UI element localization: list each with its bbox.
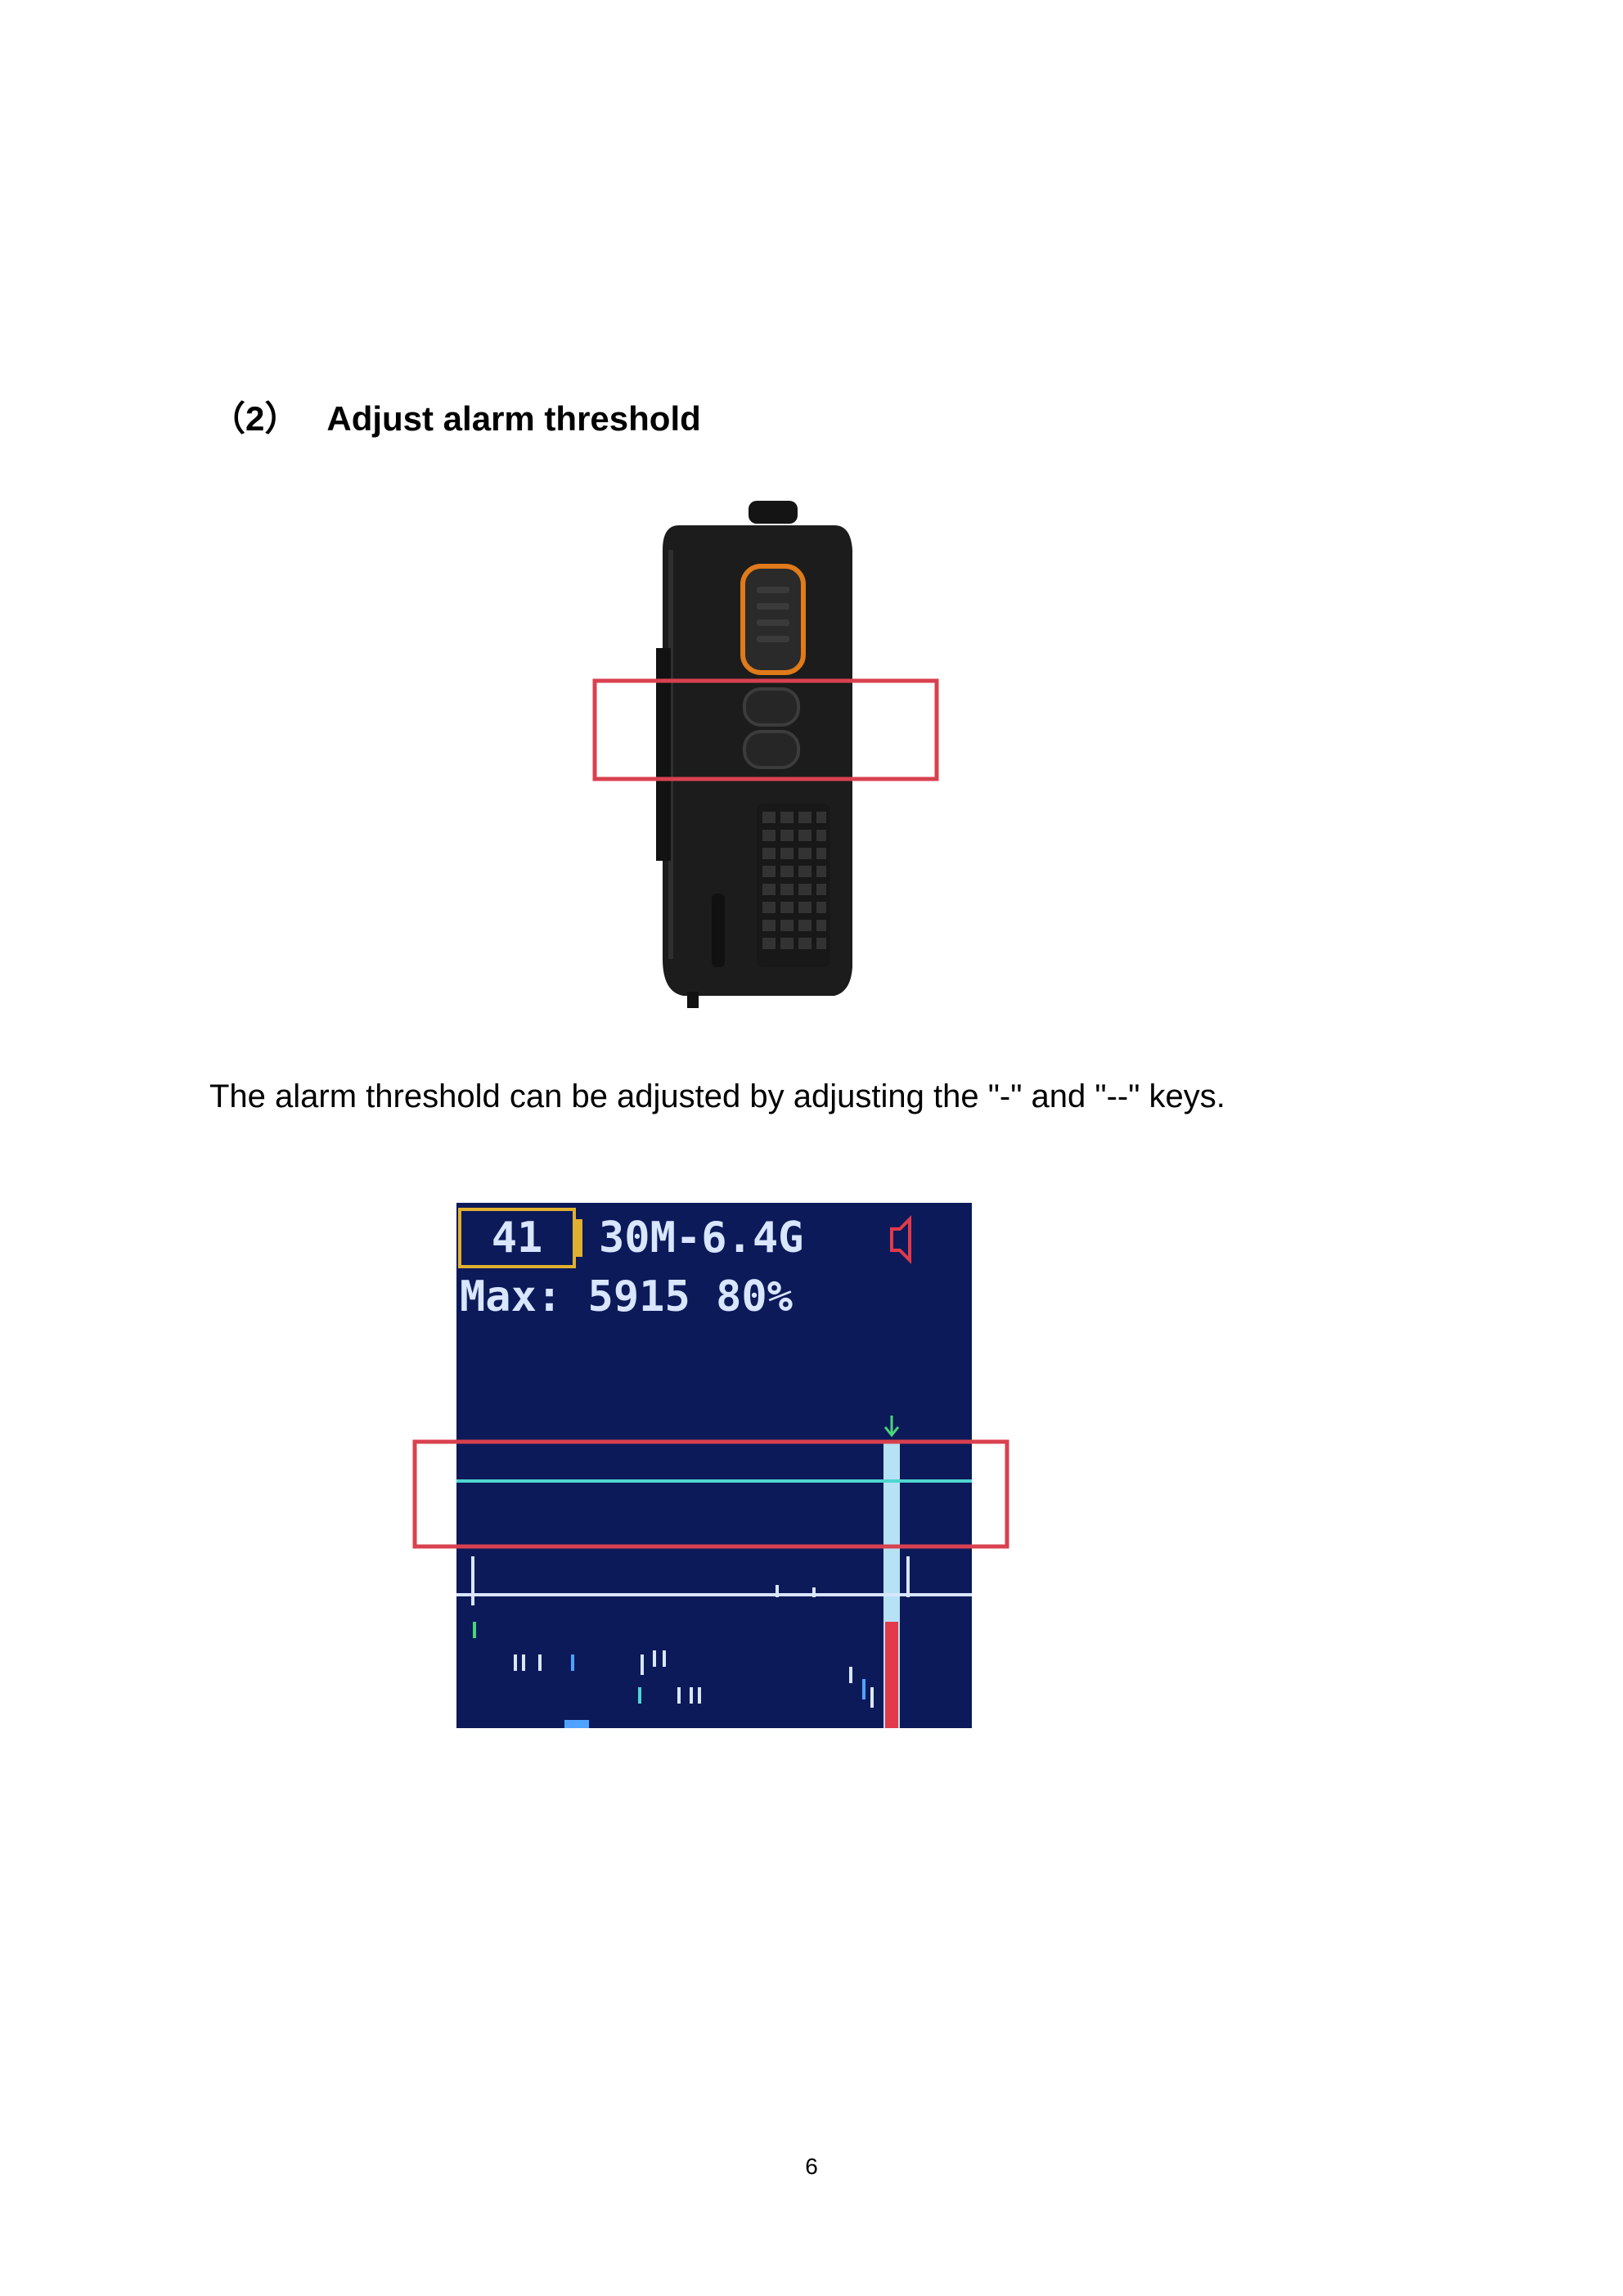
keys-highlight-box — [592, 678, 939, 781]
threshold-marker-icon — [883, 1416, 900, 1438]
section-title: Adjust alarm threshold — [326, 399, 701, 438]
page-number: 6 — [805, 2154, 818, 2179]
instruction-paragraph: The alarm threshold can be adjusted by a… — [209, 1078, 1225, 1114]
band-label: 30M-6.4G — [599, 1213, 803, 1263]
threshold-highlight-box — [412, 1439, 1009, 1549]
max-reading: Max: 5915 80% — [460, 1272, 793, 1321]
device-side-photo — [592, 501, 939, 1008]
level-value: 41 — [492, 1213, 543, 1263]
battery-icon — [576, 1219, 582, 1257]
speaker-icon — [890, 1215, 911, 1264]
section-number: （2） — [211, 399, 299, 438]
section-heading: （2） Adjust alarm threshold — [211, 391, 701, 441]
screen-photo: 41 30M-6.4G Max: 5915 80% — [412, 1203, 1009, 1728]
level-box — [458, 1208, 576, 1268]
